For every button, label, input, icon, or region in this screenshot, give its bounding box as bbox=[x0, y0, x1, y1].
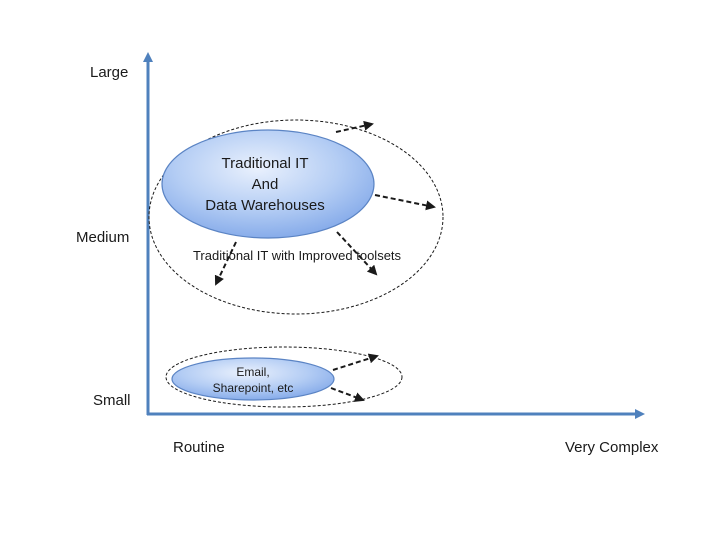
growth-arrow-upper bbox=[335, 120, 374, 133]
traditional-it-label-line2: And bbox=[252, 176, 279, 193]
improved-toolsets-caption: Traditional IT with Improved toolsets bbox=[193, 248, 402, 263]
email-growth-arrow-upper bbox=[332, 353, 379, 371]
x-label-routine: Routine bbox=[173, 439, 225, 456]
growth-arrow-lower-right bbox=[336, 231, 378, 276]
email-growth-arrow-lower bbox=[330, 387, 365, 402]
expanded-region-large bbox=[148, 119, 444, 315]
x-label-very-complex: Very Complex bbox=[565, 439, 659, 456]
email-sharepoint-bubble bbox=[171, 357, 335, 401]
traditional-it-label-line3: Data Warehouses bbox=[205, 197, 325, 214]
y-label-small: Small bbox=[93, 392, 131, 409]
email-label-line1: Email, bbox=[236, 365, 269, 379]
traditional-it-bubble bbox=[161, 129, 375, 239]
email-label-line2: Sharepoint, etc bbox=[213, 381, 294, 395]
y-label-large: Large bbox=[90, 64, 128, 81]
traditional-it-label-line1: Traditional IT bbox=[222, 155, 309, 172]
growth-arrow-right bbox=[374, 194, 436, 211]
y-label-medium: Medium bbox=[76, 229, 129, 246]
expanded-region-small bbox=[165, 346, 403, 408]
